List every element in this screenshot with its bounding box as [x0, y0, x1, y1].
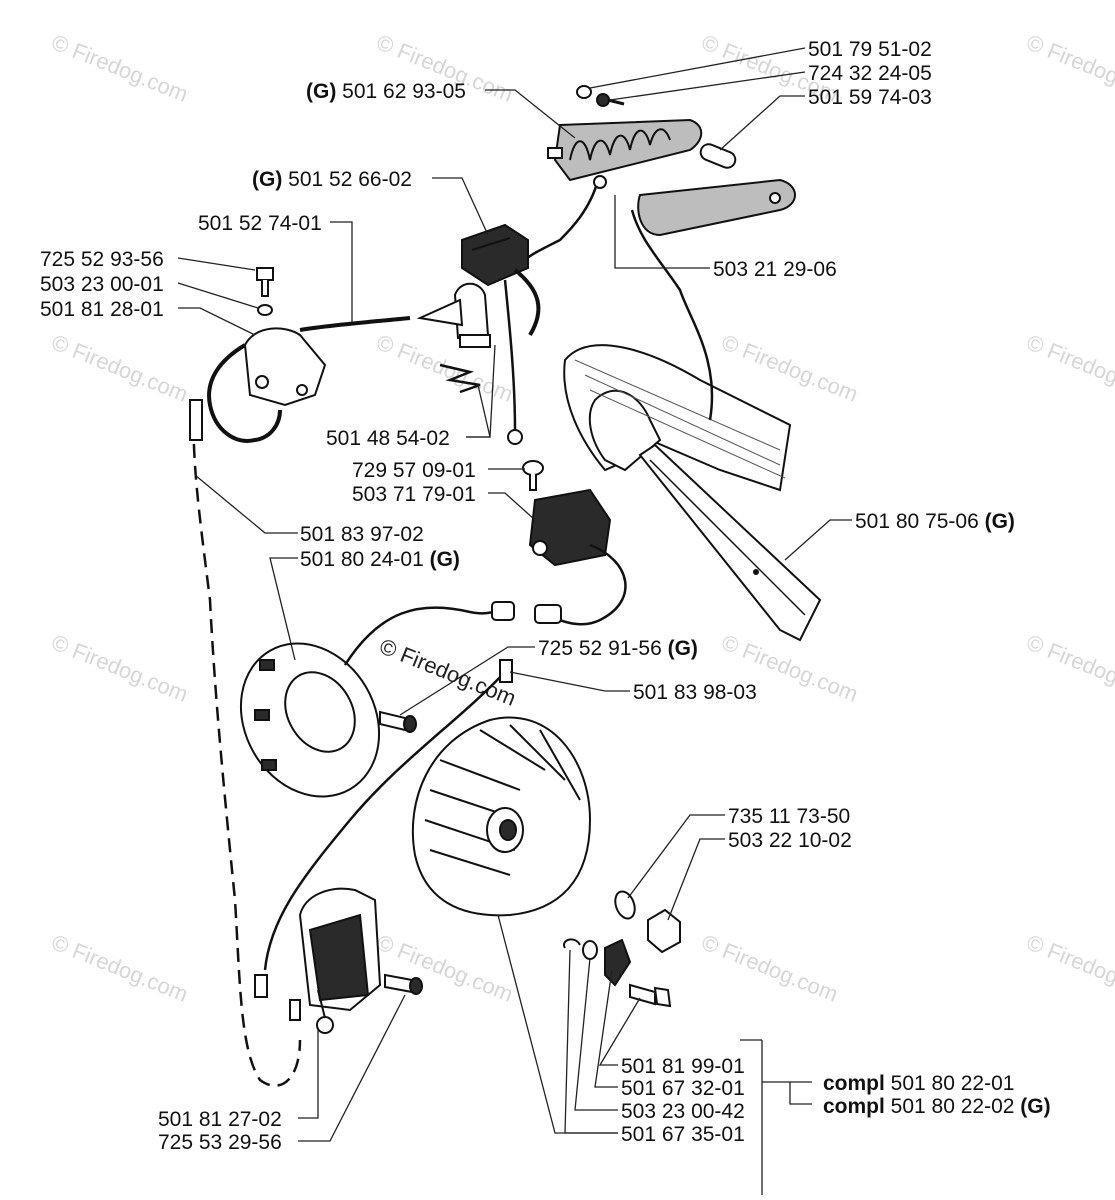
screw-729-57-09-01 [522, 460, 544, 491]
label-501-62-93-05: (G) 501 62 93-05 [306, 80, 466, 103]
spring-part [439, 363, 481, 394]
label-501-52-66-02: (G) 501 52 66-02 [252, 168, 412, 191]
handle-tube-part [563, 344, 822, 642]
connector-right [534, 604, 562, 624]
generator-ring-part [239, 642, 381, 798]
heater-plate-part [547, 118, 703, 182]
key-part [563, 938, 581, 949]
leader-lines [177, 47, 852, 1195]
label-501-81-99-01: 501 81 99-01 [621, 1055, 745, 1078]
coil-wire [207, 343, 282, 443]
ground-wire [503, 279, 517, 431]
label-501-67-35-01: 501 67 35-01 [621, 1123, 745, 1146]
hv-lead [299, 316, 411, 332]
long-lead-wire [192, 399, 302, 1087]
watermark-text: © Firedog.com [48, 29, 191, 106]
watermark-text: © Firedog.com [1023, 929, 1115, 1006]
heater-lead-wire [630, 209, 714, 421]
label-501-83-97-02: 501 83 97-02 [300, 523, 424, 546]
screw-725-53-29-56 [384, 973, 423, 995]
pawl-part [604, 938, 632, 987]
washer-part [576, 85, 592, 99]
watermark-text: © Firedog.com [1023, 29, 1115, 106]
label-501-79-51-02: 501 79 51-02 [808, 38, 932, 61]
label-725-52-91-56: 725 52 91-56 (G) [538, 637, 698, 660]
label-725-52-93-56: 725 52 93-56 [40, 248, 164, 271]
center-watermark: © Firedog.com [376, 633, 519, 710]
switch-wire [513, 268, 541, 337]
label-501-67-32-01: 501 67 32-01 [621, 1077, 745, 1100]
label-724-32-24-05: 724 32 24-05 [808, 62, 932, 85]
washer-503-23-00-01 [257, 304, 273, 316]
coil-lead-wire [263, 671, 506, 971]
washer-735-11-73-50 [614, 890, 636, 920]
watermark-text: © Firedog.com [1023, 629, 1115, 706]
connector-left [491, 601, 515, 621]
stop-switch-part [528, 488, 612, 567]
label-501-52-74-01: 501 52 74-01 [198, 212, 322, 235]
small-screw-part [596, 93, 625, 107]
wire-connector [189, 399, 203, 441]
watermark-text: © Firedog.com [48, 329, 191, 406]
label-501-81-27-02: 501 81 27-02 [158, 1108, 282, 1131]
switch-lead [544, 543, 627, 626]
spark-plug-cap-part [416, 282, 491, 348]
label-503-71-79-01: 503 71 79-01 [352, 483, 476, 506]
label-503-23-00-01: 503 23 00-01 [40, 273, 164, 296]
label-735-11-73-50: 735 11 73-50 [728, 805, 850, 828]
watermark-text: © Firedog.com [1023, 329, 1115, 406]
ring-terminal [593, 175, 607, 189]
label-501-48-54-02: 501 48 54-02 [326, 427, 450, 450]
label-501-81-28-01: 501 81 28-01 [40, 298, 164, 321]
watermark-text: © Firedog.com [48, 629, 191, 706]
label-729-57-09-01: 729 57 09-01 [352, 459, 476, 482]
lower-connector-2 [289, 999, 301, 1021]
label-503-22-10-02: 503 22 10-02 [728, 829, 852, 852]
label-503-21-29-06: 503 21 29-06 [713, 258, 837, 281]
watermark-text: © Firedog.com [373, 929, 516, 1006]
screw-501-81-99-01 [629, 983, 672, 1008]
part-labels: 501 79 51-02 724 32 24-05 501 59 74-03 (… [40, 38, 1051, 1154]
ground-ring [507, 429, 523, 445]
watermark-text: © Firedog.com [373, 329, 516, 406]
label-compl-501-80-22-01: compl 501 80 22-01 [823, 1072, 1014, 1095]
washer-503-23-00-42 [582, 940, 598, 960]
label-501-59-74-03: 501 59 74-03 [808, 86, 932, 109]
label-503-23-00-42: 503 23 00-42 [621, 1100, 745, 1123]
label-compl-501-80-22-02: compl 501 80 22-02 (G) [823, 1095, 1051, 1118]
pin-part [699, 143, 737, 169]
ignition-module-upper-part [243, 327, 327, 407]
lower-connector [254, 974, 268, 998]
heater-wire [521, 179, 600, 263]
ignition-module-lower-part [298, 887, 382, 1034]
screw-725-52-93-56 [256, 267, 274, 297]
switch-part [461, 223, 529, 287]
blade-connector [499, 659, 513, 683]
screw-725-52-91-56 [379, 710, 417, 733]
flywheel-part [411, 716, 592, 917]
label-725-53-29-56: 725 53 29-56 [158, 1131, 282, 1154]
watermark-text: © Firedog.com [718, 329, 861, 406]
label-501-80-75-06: 501 80 75-06 (G) [855, 510, 1015, 533]
generator-wire [343, 606, 496, 666]
watermark-text: © Firedog.com [48, 929, 191, 1006]
label-501-83-98-03: 501 83 98-03 [633, 681, 757, 704]
watermark-text: © Firedog.com [698, 929, 841, 1006]
label-501-80-24-01: 501 80 24-01 (G) [300, 548, 460, 571]
heater-cover-part [637, 178, 796, 237]
nut-503-22-10-02 [647, 908, 681, 954]
